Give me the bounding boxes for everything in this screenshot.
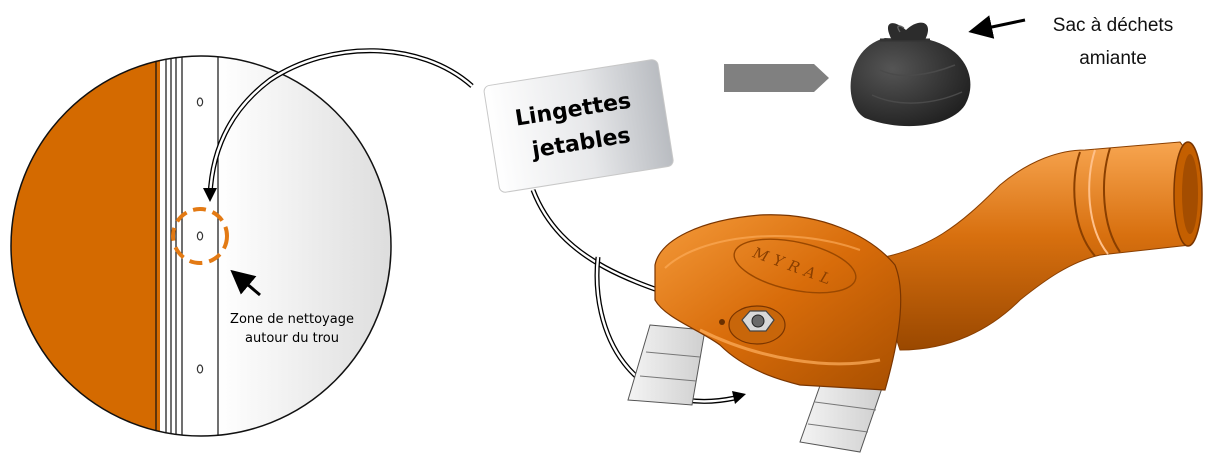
white-rail — [160, 56, 220, 436]
cleaning-zone-circle — [171, 207, 229, 265]
right-arrow-icon — [724, 64, 829, 92]
zone-arrow — [230, 269, 261, 297]
bag-arrow — [968, 15, 1026, 39]
bag-label-line1: Sac à déchets — [1053, 15, 1173, 36]
rivet-hole-middle — [196, 231, 204, 241]
myral-part: MYRAL — [627, 141, 1203, 453]
magnified-view: Zone de nettoyage autour du trou — [10, 55, 392, 437]
orange-panel — [11, 56, 160, 436]
right-foot — [799, 379, 883, 453]
zone-label-line2: autour du trou — [245, 331, 339, 346]
bolt-hole — [751, 314, 765, 328]
wipes-label-box: Lingettes jetables — [483, 59, 674, 193]
zone-label-line1: Zone de nettoyage — [230, 312, 354, 327]
bag-label-line2: amiante — [1079, 48, 1147, 69]
rivet-hole-bottom — [196, 364, 204, 374]
left-foot — [627, 324, 706, 406]
tube-body — [869, 141, 1196, 351]
wipes-to-zone-arrow — [203, 48, 474, 202]
part-body — [654, 214, 902, 391]
wipes-to-foot-arrow — [594, 256, 746, 404]
wipes-card — [483, 59, 674, 193]
magnifier-outline — [10, 55, 392, 437]
trash-bag-icon — [850, 22, 971, 127]
rivet-hole-top — [196, 97, 204, 107]
